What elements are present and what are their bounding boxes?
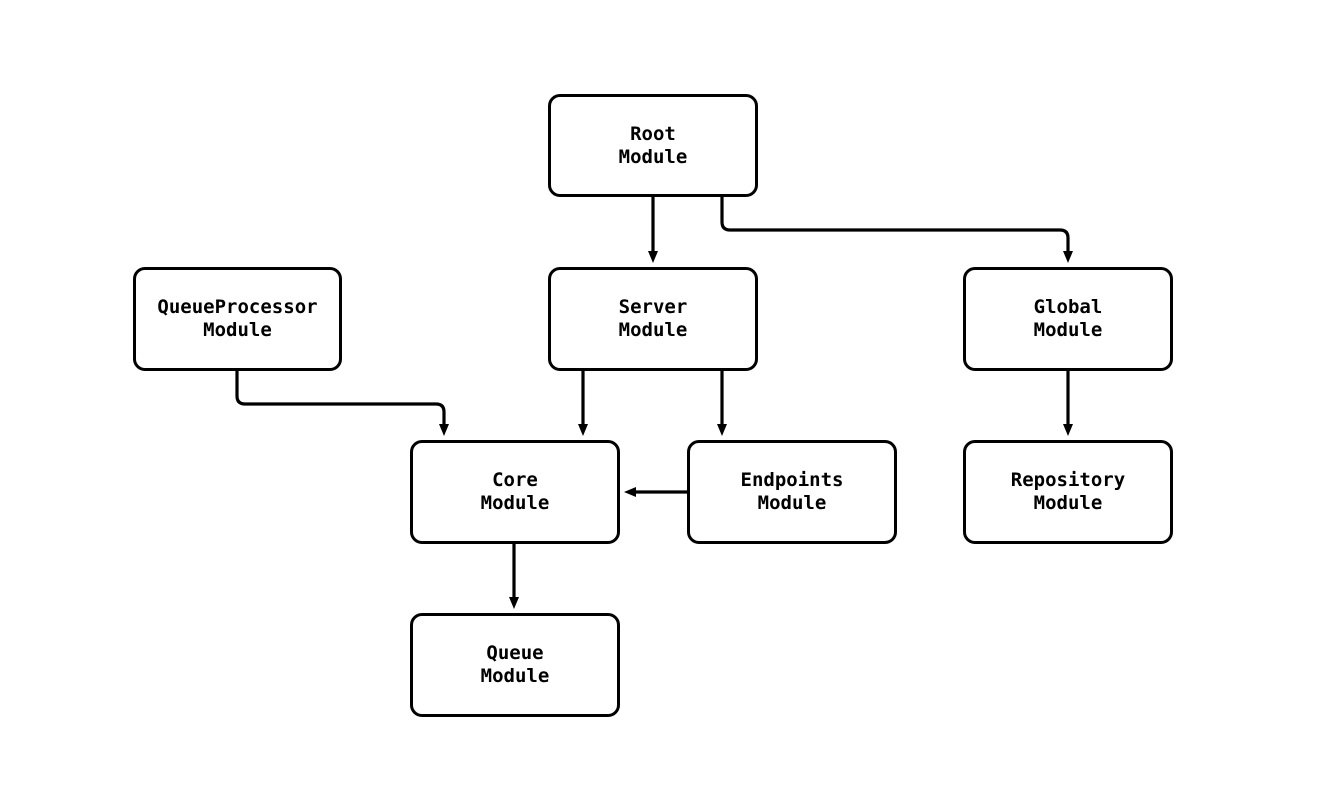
node-queue-module-label: Queue Module	[480, 642, 550, 687]
node-queue-module[interactable]: Queue Module	[410, 613, 620, 717]
node-root-module[interactable]: Root Module	[548, 94, 758, 197]
node-root-module-label: Root Module	[618, 122, 688, 168]
node-server-module[interactable]: Server Module	[548, 267, 758, 371]
node-repository-module[interactable]: Repository Module	[963, 440, 1173, 544]
node-global-module[interactable]: Global Module	[963, 267, 1173, 371]
node-core-module-label: Core Module	[480, 469, 550, 514]
node-repository-module-label: Repository Module	[1010, 469, 1126, 514]
node-server-module-label: Server Module	[618, 296, 688, 341]
node-endpoints-module-label: Endpoints Module	[740, 469, 844, 514]
edge-root-to-global	[720, 197, 1073, 263]
node-global-module-label: Global Module	[1033, 296, 1103, 341]
node-core-module[interactable]: Core Module	[410, 440, 620, 544]
node-queueprocessor-module[interactable]: QueueProcessor Module	[133, 267, 342, 371]
node-endpoints-module[interactable]: Endpoints Module	[687, 440, 897, 544]
node-queueprocessor-module-label: QueueProcessor Module	[157, 296, 318, 341]
edge-queueprocessor-to-core	[235, 371, 449, 436]
